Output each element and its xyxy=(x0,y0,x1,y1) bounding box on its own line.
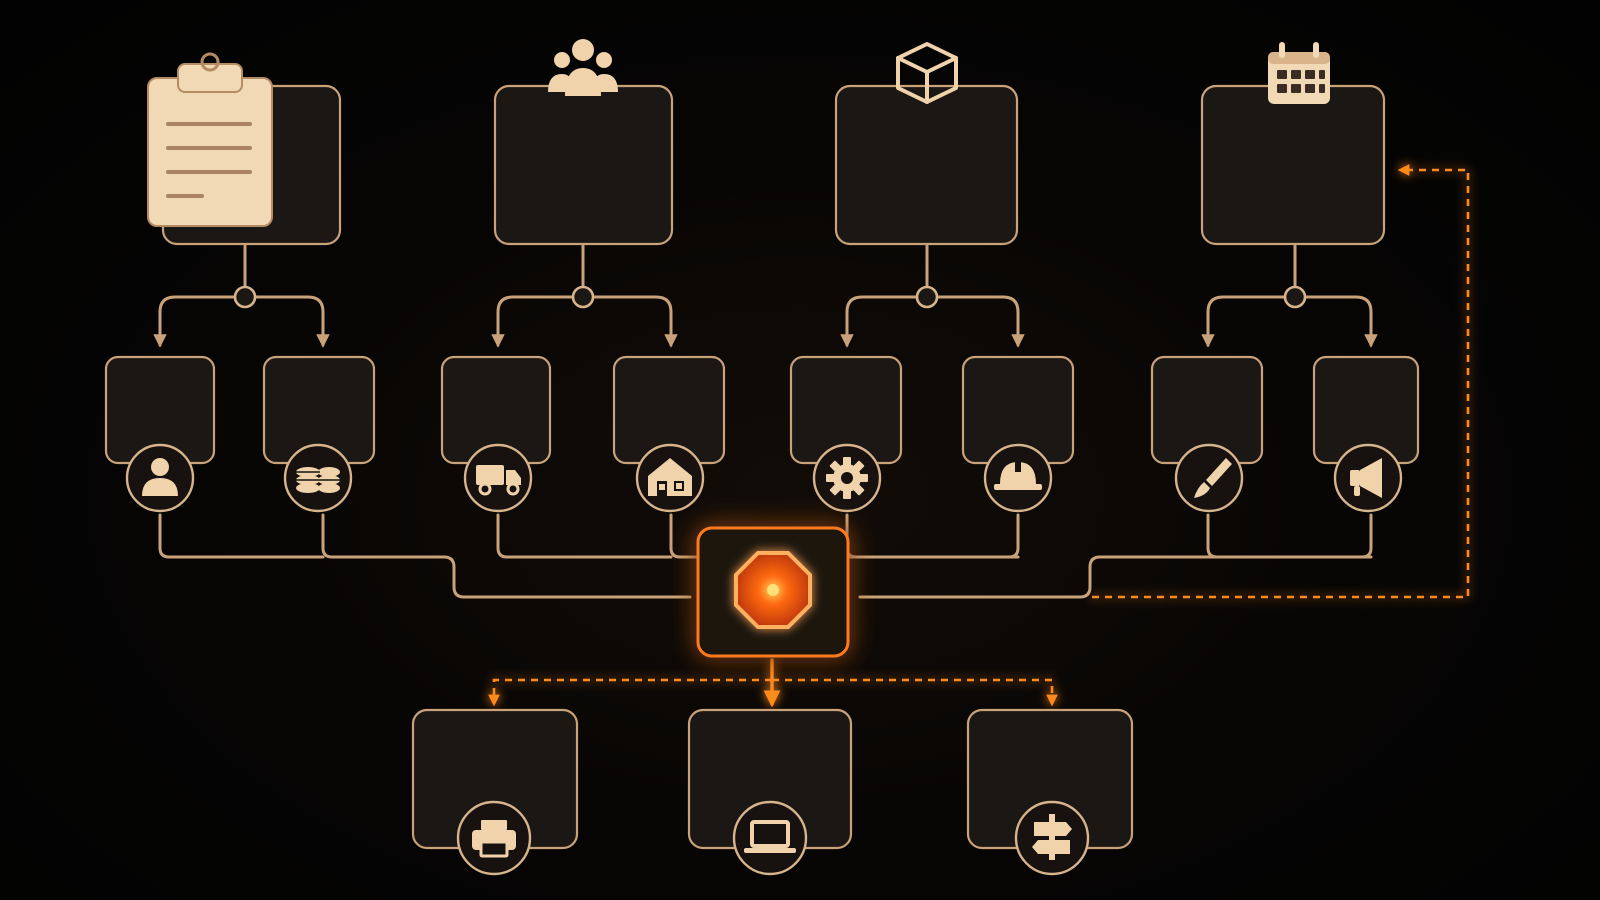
top-card-2[interactable] xyxy=(493,84,674,246)
junction-3 xyxy=(915,285,939,309)
gear-icon xyxy=(826,457,868,499)
top-card-4[interactable] xyxy=(1200,84,1386,246)
branch-connectors xyxy=(153,244,1378,348)
warehouse-icon xyxy=(648,458,692,496)
megaphone-icon xyxy=(1350,458,1382,498)
bottom-row xyxy=(411,708,1134,876)
hub-output-connectors xyxy=(488,658,1058,708)
dashed-hub-to-bot-1 xyxy=(488,678,772,707)
hard-hat-icon xyxy=(994,460,1042,490)
brush-icon xyxy=(1194,458,1232,498)
top-row xyxy=(147,39,1386,246)
junction-4 xyxy=(1283,285,1307,309)
box-icon xyxy=(896,42,958,104)
junction-points xyxy=(233,285,1307,309)
truck-icon xyxy=(476,465,521,496)
stop-octagon-icon xyxy=(734,551,812,629)
users-icon xyxy=(548,39,618,96)
coins-icon xyxy=(296,467,340,493)
badge-bot-2 xyxy=(732,800,808,876)
junction-2 xyxy=(571,285,595,309)
junction-1 xyxy=(233,285,257,309)
printer-icon xyxy=(472,820,516,858)
clipboard-icon xyxy=(147,52,273,227)
laptop-icon xyxy=(744,820,796,853)
hub-node[interactable] xyxy=(696,526,850,658)
signpost-icon xyxy=(1032,814,1072,860)
user-icon xyxy=(142,458,178,496)
feedback-loop-dashed xyxy=(1092,164,1470,599)
top-card-3[interactable] xyxy=(834,84,1019,246)
dashed-hub-to-bot-3 xyxy=(772,678,1058,707)
middle-row xyxy=(104,355,1420,513)
calendar-icon xyxy=(1268,42,1330,104)
